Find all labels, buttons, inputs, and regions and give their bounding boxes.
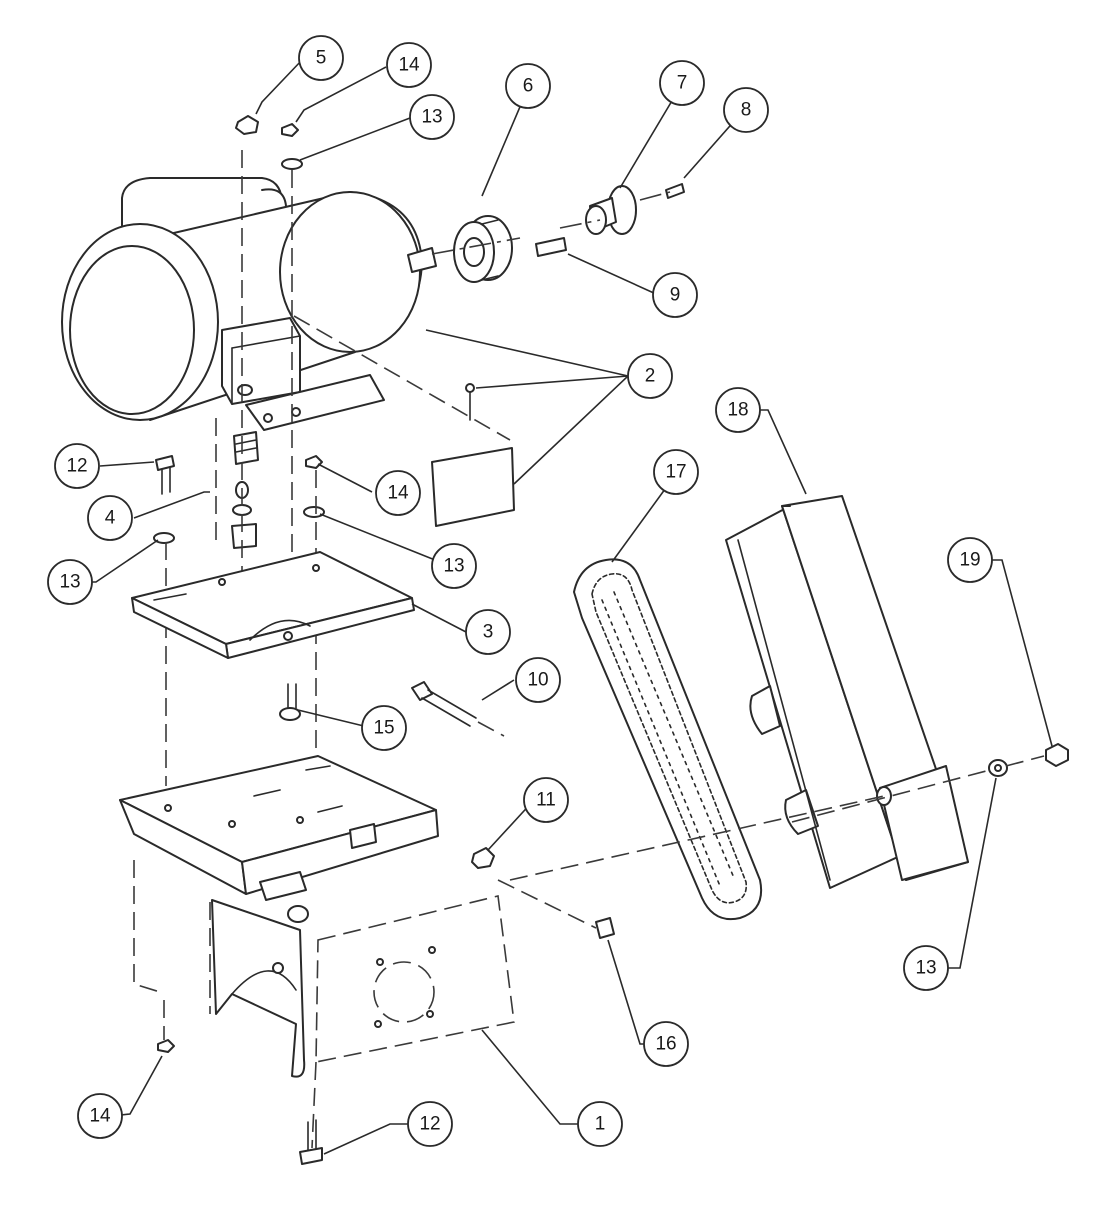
bushing <box>585 185 637 235</box>
svg-text:6: 6 <box>523 76 534 97</box>
callout-7: 7 <box>659 60 705 106</box>
callout-14: 14 <box>375 470 421 516</box>
washer-right <box>988 759 1008 777</box>
svg-text:5: 5 <box>316 48 327 69</box>
svg-text:8: 8 <box>741 100 752 121</box>
svg-text:13: 13 <box>59 572 80 593</box>
callout-balloons: 5 14 13 6 7 8 9 2 18 17 12 <box>47 35 993 1147</box>
svg-text:9: 9 <box>670 285 681 306</box>
set-screw <box>665 183 685 199</box>
callout-13: 13 <box>47 559 93 605</box>
callout-18: 18 <box>715 387 761 433</box>
nut-19 <box>1045 743 1069 767</box>
washer-mid-right <box>303 506 325 518</box>
frame-bracket <box>119 755 515 1078</box>
svg-text:2: 2 <box>645 366 656 387</box>
nut-11 <box>471 847 495 869</box>
cover-plate <box>431 383 515 527</box>
svg-text:14: 14 <box>89 1106 111 1127</box>
svg-text:12: 12 <box>419 1114 440 1135</box>
callout-17: 17 <box>653 449 699 495</box>
callout-14: 14 <box>77 1093 123 1139</box>
bolt-left <box>155 455 175 495</box>
callout-13: 13 <box>903 945 949 991</box>
svg-text:3: 3 <box>483 622 494 643</box>
callout-2: 2 <box>627 353 673 399</box>
svg-text:10: 10 <box>527 670 548 691</box>
callout-10: 10 <box>515 657 561 703</box>
toothed-belt <box>573 558 762 920</box>
callout-11: 11 <box>523 777 569 823</box>
callout-4: 4 <box>87 495 133 541</box>
svg-text:19: 19 <box>959 550 980 571</box>
screw-15 <box>279 683 301 721</box>
pin-16 <box>595 917 615 939</box>
svg-text:16: 16 <box>655 1034 676 1055</box>
svg-text:11: 11 <box>536 790 556 811</box>
motor <box>61 177 437 431</box>
nut-mid <box>305 455 323 469</box>
shaft-key <box>535 237 567 257</box>
stud-assembly <box>231 431 259 549</box>
bolt-bottom <box>299 1119 323 1165</box>
callout-6: 6 <box>505 63 551 109</box>
callout-13: 13 <box>431 543 477 589</box>
svg-text:1: 1 <box>595 1114 606 1135</box>
svg-text:14: 14 <box>398 55 420 76</box>
callout-14: 14 <box>386 42 432 88</box>
svg-text:15: 15 <box>373 718 394 739</box>
pulley <box>453 215 513 283</box>
callout-8: 8 <box>723 87 769 133</box>
callout-12: 12 <box>54 443 100 489</box>
callout-16: 16 <box>643 1021 689 1067</box>
svg-text:7: 7 <box>677 73 688 94</box>
svg-text:13: 13 <box>443 556 464 577</box>
svg-text:13: 13 <box>915 958 936 979</box>
nut-top <box>281 123 299 137</box>
callout-13: 13 <box>409 94 455 140</box>
svg-text:13: 13 <box>421 107 442 128</box>
svg-text:17: 17 <box>665 462 686 483</box>
callout-12: 12 <box>407 1101 453 1147</box>
belt-guard <box>725 495 969 889</box>
svg-text:14: 14 <box>387 483 409 504</box>
svg-text:12: 12 <box>66 456 87 477</box>
long-bolt <box>411 681 505 737</box>
callout-9: 9 <box>652 272 698 318</box>
callout-5: 5 <box>298 35 344 81</box>
base-plate <box>131 551 415 659</box>
callout-3: 3 <box>465 609 511 655</box>
washer-top <box>281 158 303 170</box>
callout-19: 19 <box>947 537 993 583</box>
svg-text:4: 4 <box>105 508 116 529</box>
star-nut <box>235 115 259 135</box>
callout-1: 1 <box>577 1101 623 1147</box>
svg-text:18: 18 <box>727 400 748 421</box>
callout-15: 15 <box>361 705 407 751</box>
nut-bottom-left <box>157 1039 175 1053</box>
washer-mid-left <box>153 532 175 544</box>
